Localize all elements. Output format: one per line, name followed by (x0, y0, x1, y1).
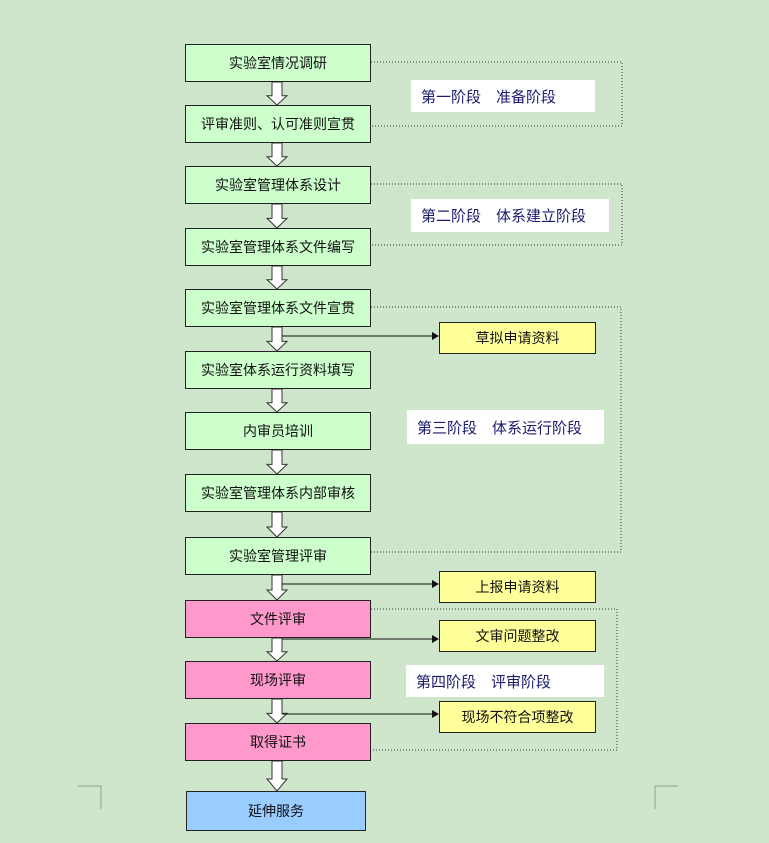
step-box: 实验室管理体系文件编写 (185, 228, 371, 266)
stage-label: 第四阶段 评审阶段 (406, 665, 604, 697)
step-box: 实验室管理体系内部审核 (185, 474, 371, 512)
side-arrow-head (432, 635, 439, 643)
side-arrow-head (432, 710, 439, 718)
down-arrow (265, 265, 289, 290)
side-arrow-head (432, 580, 439, 588)
side-box: 上报申请资料 (439, 571, 596, 603)
side-box: 草拟申请资料 (439, 322, 596, 354)
corner-mark-left (78, 785, 102, 809)
step-box: 内审员培训 (185, 412, 371, 450)
down-arrow (265, 142, 289, 167)
step-box: 取得证书 (185, 723, 371, 761)
step-box: 文件评审 (185, 600, 371, 638)
step-box: 评审准则、认可准则宣贯 (185, 105, 371, 143)
stage-label: 第三阶段 体系运行阶段 (407, 410, 604, 444)
corner-mark-right (654, 785, 678, 809)
side-box: 现场不符合项整改 (439, 701, 596, 733)
stage1-bracket (371, 61, 623, 127)
stage-label: 第一阶段 准备阶段 (411, 80, 595, 112)
down-arrow (265, 511, 289, 538)
step-box: 实验室管理评审 (185, 537, 371, 575)
step-box: 实验室体系运行资料填写 (185, 351, 371, 389)
down-arrow (265, 388, 289, 413)
stage4-bracket (371, 608, 618, 751)
down-arrow (265, 574, 289, 601)
down-arrow (265, 698, 289, 724)
step-box: 实验室管理体系设计 (185, 166, 371, 204)
down-arrow (265, 637, 289, 662)
down-arrow (265, 760, 289, 792)
step-box: 实验室管理体系文件宣贯 (185, 289, 371, 327)
stage-label: 第二阶段 体系建立阶段 (411, 199, 609, 232)
side-arrow-head (432, 332, 439, 340)
side-box: 文审问题整改 (439, 620, 596, 652)
down-arrow (265, 326, 289, 352)
step-box-final: 延伸服务 (186, 791, 366, 831)
down-arrow (265, 449, 289, 475)
step-box: 现场评审 (185, 661, 371, 699)
down-arrow (265, 81, 289, 106)
step-box: 实验室情况调研 (185, 44, 371, 82)
down-arrow (265, 203, 289, 229)
stage3-bracket (371, 306, 622, 553)
